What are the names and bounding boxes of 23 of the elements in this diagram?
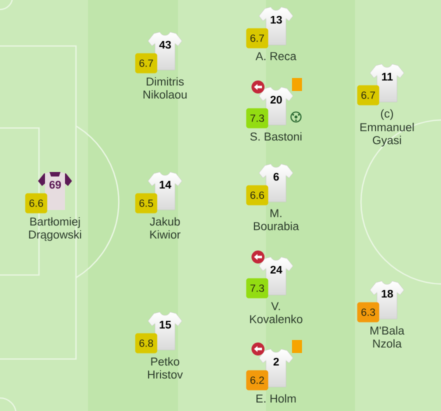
captain-label: (c) bbox=[381, 109, 393, 120]
player-name: Bartłomiej Drągowski bbox=[29, 217, 82, 241]
player-name: A. Reca bbox=[256, 52, 296, 60]
rating-badge: 6.5 bbox=[135, 193, 158, 214]
rating-badge: 7.3 bbox=[246, 278, 268, 298]
rating-badge: 6.8 bbox=[135, 333, 158, 354]
player-name: Petko Hristov bbox=[148, 357, 183, 379]
rating-badge: 6.6 bbox=[246, 185, 268, 206]
player-name: M. Bourabia bbox=[254, 209, 300, 230]
rating-badge: 6.7 bbox=[135, 53, 158, 74]
rating-badge: 7.3 bbox=[246, 108, 268, 128]
player-name: V. Kovalenko bbox=[250, 302, 302, 324]
rating-badge: 6.7 bbox=[357, 85, 380, 106]
rating-badge: 6.7 bbox=[246, 28, 268, 48]
player-name: Dimitris Nikolaou bbox=[144, 77, 187, 99]
rating-badge: 6.6 bbox=[25, 193, 48, 214]
player-name: S. Bastoni bbox=[250, 132, 302, 141]
rating-badge: 6.3 bbox=[357, 302, 380, 322]
player-name: M'Bala Nzola bbox=[370, 326, 404, 348]
player-name: Emmanuel Gyasi bbox=[360, 122, 414, 147]
rating-badge: 6.2 bbox=[246, 370, 268, 390]
player-name: E. Holm bbox=[256, 394, 296, 403]
player-name: Jakub Kiwior bbox=[150, 217, 180, 239]
